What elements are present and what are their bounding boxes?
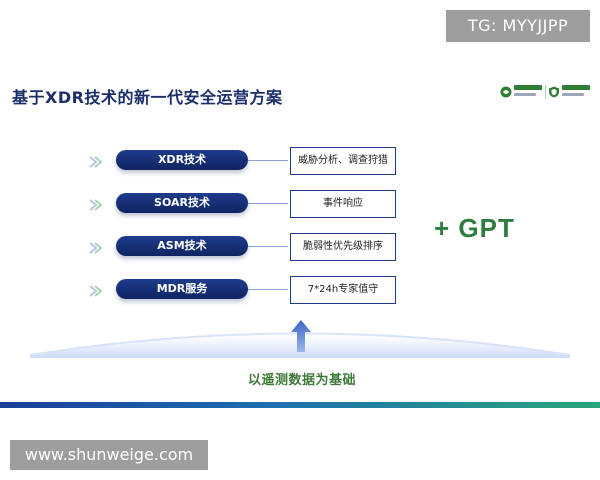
brand-logos <box>500 82 590 104</box>
connector-line <box>248 289 288 290</box>
capability-box: 威胁分析、调查狩猎 <box>290 147 396 175</box>
chevron-right-icon <box>89 156 103 168</box>
connector-line <box>248 246 288 247</box>
connector-line <box>248 160 288 161</box>
capability-row: ASM技术 脆弱性优先级排序 <box>88 233 408 263</box>
chevron-right-icon <box>89 199 103 211</box>
capability-row: MDR服务 7*24h专家值守 <box>88 276 408 306</box>
gpt-label: + GPT <box>434 213 515 243</box>
slide-title: 基于XDR技术的新一代安全运营方案 <box>12 88 283 107</box>
capability-pill: SOAR技术 <box>116 193 248 213</box>
footer-stripe <box>0 402 600 408</box>
sangfor-logo-wordmark <box>514 85 542 99</box>
capability-pill: MDR服务 <box>116 279 248 299</box>
chevron-right-icon <box>89 285 103 297</box>
shield-logo-icon <box>549 86 559 98</box>
sangfor-logo-icon <box>500 86 512 98</box>
brand-logo-secondary <box>548 84 590 100</box>
watermark-url: www.shunweige.com <box>10 440 208 470</box>
logo-divider <box>545 85 546 99</box>
capability-pill: ASM技术 <box>116 236 248 256</box>
capability-row: XDR技术 威胁分析、调查狩猎 <box>88 147 408 177</box>
arrow-up-icon <box>291 320 311 352</box>
telemetry-base-graphic <box>30 320 570 358</box>
tg-badge: TG: MYYJJPP <box>446 10 590 42</box>
capability-box: 7*24h专家值守 <box>290 276 396 304</box>
connector-line <box>248 203 288 204</box>
capability-pill: XDR技术 <box>116 150 248 170</box>
secondary-logo-wordmark <box>562 85 590 99</box>
capability-row: SOAR技术 事件响应 <box>88 190 408 220</box>
capability-box: 脆弱性优先级排序 <box>290 233 396 261</box>
chevron-right-icon <box>89 242 103 254</box>
telemetry-base-label: 以遥测数据为基础 <box>248 373 357 388</box>
capability-box: 事件响应 <box>290 190 396 218</box>
brand-logo-sangfor <box>500 84 542 100</box>
